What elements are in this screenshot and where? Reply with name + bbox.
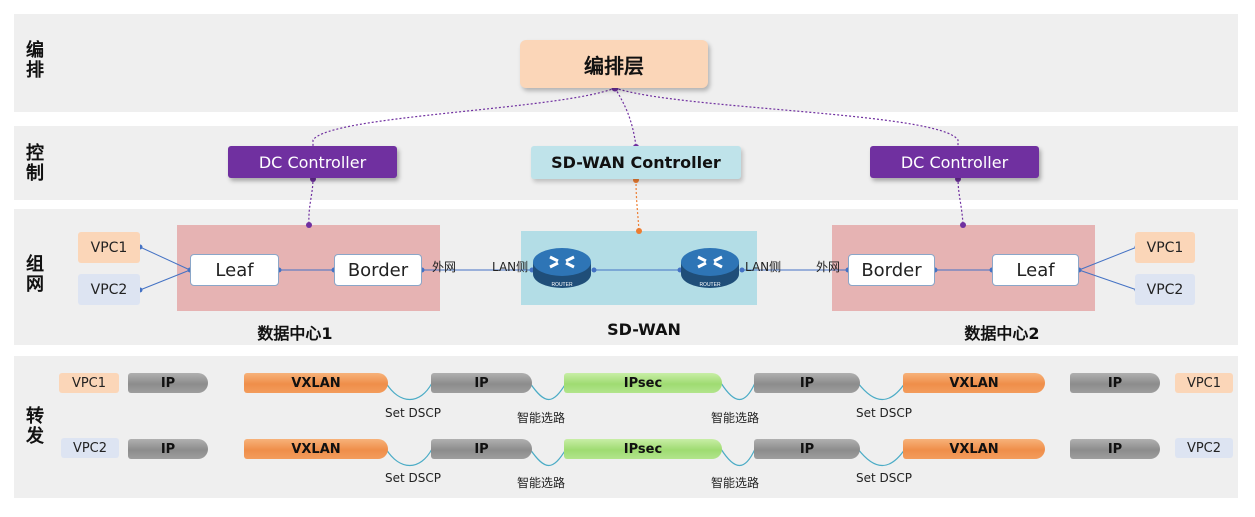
fwd-row2-ipsec: IPsec — [564, 439, 722, 459]
set-dscp-label-r2-right: Set DSCP — [856, 471, 912, 485]
fwd-row1-vpc-left: VPC1 — [59, 373, 119, 393]
dc-controller-left: DC Controller — [228, 146, 397, 178]
fwd-row1-ip-4: IP — [1070, 373, 1160, 393]
fwd-row2-vpc-right: VPC2 — [1175, 438, 1233, 458]
vpc2-right: VPC2 — [1135, 274, 1195, 305]
layer-label-network: 组网 — [23, 254, 44, 294]
border-dc2: Border — [848, 254, 935, 286]
svg-text:ROUTER: ROUTER — [699, 282, 721, 288]
lan-side-label-right: LAN侧 — [745, 260, 782, 274]
orch-to-dc1-link — [312, 87, 616, 148]
orch-to-sdwan-link — [614, 87, 637, 147]
layer-label-control: 控制 — [23, 143, 44, 183]
vpc2-left: VPC2 — [78, 274, 140, 305]
datacenter2-caption: 数据中心2 — [964, 324, 1040, 343]
svg-text:ROUTER: ROUTER — [551, 282, 573, 288]
fwd-row1-vxlan-1: VXLAN — [244, 373, 388, 393]
sdwan-controller: SD-WAN Controller — [531, 146, 741, 179]
orch-to-dc2-link — [614, 87, 959, 148]
lan-side-label-left: LAN侧 — [492, 260, 529, 274]
smart-routing-label-r2-right: 智能选路 — [711, 476, 760, 490]
orchestration-layer-box: 编排层 — [520, 40, 708, 88]
smart-routing-label-r1-right: 智能选路 — [711, 411, 760, 425]
wan-side-label-left: 外网 — [432, 260, 457, 274]
fwd-row1-ip-1: IP — [128, 373, 208, 393]
layer-label-forwarding: 转发 — [23, 406, 44, 446]
datacenter1-caption: 数据中心1 — [257, 324, 333, 343]
fwd-row1-ip-2: IP — [431, 373, 532, 393]
dc1-ctl-to-area — [308, 177, 314, 226]
fwd-row2-ip-3: IP — [754, 439, 860, 459]
smart-routing-label-r2-left: 智能选路 — [517, 476, 566, 490]
fwd-row2-vpc-left: VPC2 — [61, 438, 119, 458]
border-dc1: Border — [334, 254, 422, 286]
fwd-row1-ip-3: IP — [754, 373, 860, 393]
router-icon-left: ROUTER — [533, 248, 591, 288]
set-dscp-label-r1-right: Set DSCP — [856, 406, 912, 420]
router-icon-right: ROUTER — [681, 248, 739, 288]
fwd-row2-ip-2: IP — [431, 439, 532, 459]
leaf-dc2: Leaf — [992, 254, 1079, 286]
leaf-dc1: Leaf — [190, 254, 279, 286]
vpc1-left: VPC1 — [78, 232, 140, 263]
vpc1-right: VPC1 — [1135, 232, 1195, 263]
fwd-row2-vxlan-1: VXLAN — [244, 439, 388, 459]
fwd-row1-ipsec: IPsec — [564, 373, 722, 393]
fwd-row2-ip-4: IP — [1070, 439, 1160, 459]
set-dscp-label-r1-left: Set DSCP — [385, 406, 441, 420]
smart-routing-label-r1-left: 智能选路 — [517, 411, 566, 425]
fwd-row2-ip-1: IP — [128, 439, 208, 459]
dc-controller-right: DC Controller — [870, 146, 1039, 178]
fwd-row1-vxlan-2: VXLAN — [903, 373, 1045, 393]
layer-label-orchestration: 编排 — [23, 40, 44, 80]
fwd-row2-vxlan-2: VXLAN — [903, 439, 1045, 459]
fwd-row1-vpc-right: VPC1 — [1175, 373, 1233, 393]
wan-side-label-right: 外网 — [816, 260, 841, 274]
set-dscp-label-r2-left: Set DSCP — [385, 471, 441, 485]
sdwan-ctl-to-area — [635, 179, 640, 232]
dc2-ctl-to-area — [957, 177, 964, 226]
sdwan-caption: SD-WAN — [607, 320, 681, 339]
